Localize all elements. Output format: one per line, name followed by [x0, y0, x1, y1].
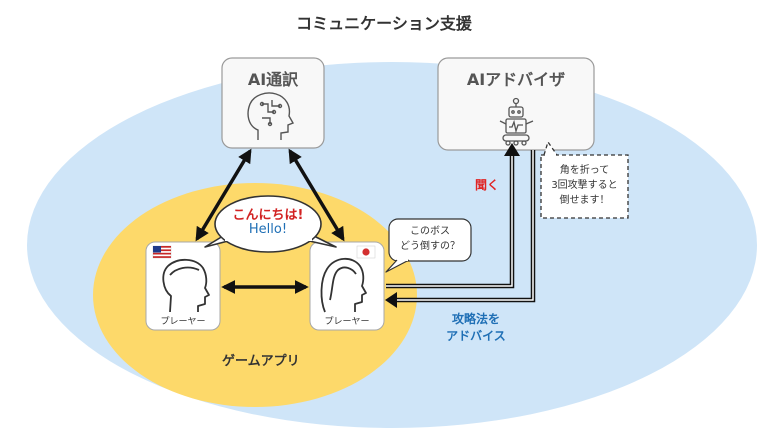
advice-line-1: 攻略法を	[451, 312, 500, 326]
ai-advisor-label: AIアドバイザ	[466, 70, 566, 89]
question-bubble	[385, 218, 472, 273]
arrow-advice-head	[385, 292, 397, 308]
tip-line-2: 3回攻撃すると	[551, 180, 618, 191]
japan-flag-icon	[356, 245, 376, 259]
player-jp-label: プレーヤー	[324, 317, 370, 327]
game-app-label: ゲームアプリ	[222, 354, 300, 369]
greeting-english: Hello!	[248, 222, 288, 237]
tip-line-3: 倒せます！	[559, 195, 610, 206]
arrow-translator-us	[195, 148, 252, 242]
player-us-label: プレーヤー	[160, 317, 206, 327]
question-line-1: このボス	[410, 226, 450, 237]
player-jp-card	[309, 241, 385, 331]
greeting-japanese: こんにちは!	[232, 208, 304, 223]
diagram-title: コミュニケーション支援	[296, 14, 472, 33]
question-line-2: どう倒すの？	[400, 241, 460, 252]
us-flag-icon	[152, 245, 172, 259]
player-jp-avatar	[320, 257, 367, 313]
player-us-avatar	[162, 258, 210, 313]
arrow-translator-jp	[288, 148, 345, 242]
robot-icon	[499, 97, 534, 146]
listen-label: 聞く	[475, 178, 500, 192]
tip-bubble	[540, 141, 629, 219]
ai-translator-label: AI通訳	[247, 70, 299, 89]
player-us-card	[145, 241, 221, 331]
arrow-listen-head	[504, 143, 520, 156]
brain-circuit-icon	[247, 92, 295, 140]
ai-translator-box	[221, 57, 325, 149]
tip-line-1: 角を折って	[559, 165, 610, 176]
advice-line-2: アドバイス	[446, 329, 506, 343]
